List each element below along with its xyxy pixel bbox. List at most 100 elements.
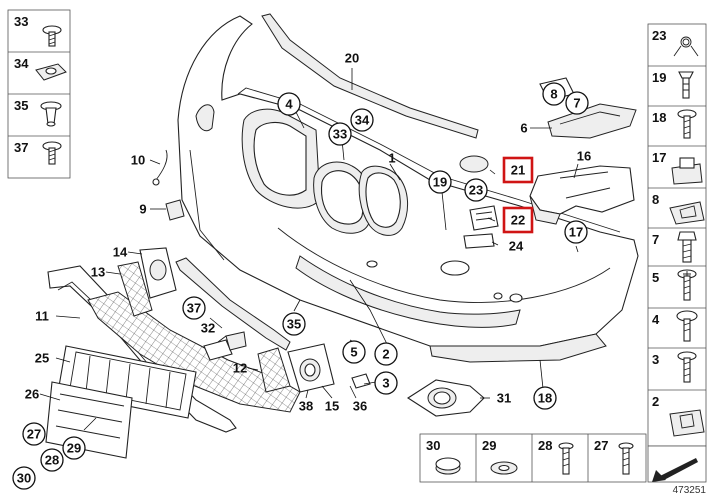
bottom-parts-panel: 30 29 28 27 <box>419 433 647 483</box>
callout-circle <box>22 422 46 446</box>
screw-4-icon <box>676 310 698 342</box>
callout-label: 17 <box>569 225 583 240</box>
callout-16: 16 <box>577 149 591 164</box>
screw-5-icon <box>677 269 697 301</box>
callout-circle <box>564 220 588 244</box>
screw-27-icon <box>618 442 634 475</box>
callout-9: 9 <box>139 202 146 217</box>
callout-circle <box>374 342 398 366</box>
callout-label: 21 <box>511 163 525 178</box>
screw-18-icon <box>677 109 697 139</box>
navigation-arrow-icon <box>647 445 707 483</box>
mesh-insert-13 <box>117 261 153 317</box>
callout-label: 18 <box>538 391 552 406</box>
right-panel-label-7: 7 <box>652 232 659 247</box>
callout-label: 19 <box>433 175 447 190</box>
callout-6: 6 <box>520 121 527 136</box>
callout-33: 33 <box>328 122 352 146</box>
air-duct-16 <box>529 165 635 225</box>
callout-3: 3 <box>374 371 398 395</box>
callout-12: 12 <box>233 361 247 376</box>
callout-label: 30 <box>17 471 31 486</box>
callout-label: 38 <box>299 399 313 414</box>
callout-35: 35 <box>282 312 306 336</box>
bottom-panel-label-28: 28 <box>538 438 552 453</box>
right-panel-label-3: 3 <box>652 352 659 367</box>
center-mesh-grille <box>87 291 301 413</box>
bolt-7-icon <box>677 231 697 263</box>
callout-label: 35 <box>287 317 301 332</box>
washer-29-icon <box>490 461 518 475</box>
callout-label: 10 <box>131 153 145 168</box>
callout-10: 10 <box>131 153 145 168</box>
bumper-trim-strip-20 <box>261 13 479 139</box>
callout-label: 32 <box>201 321 215 336</box>
bracket-14 <box>139 247 177 299</box>
callout-23: 23 <box>464 178 488 202</box>
left-panel-label-33: 33 <box>14 14 28 29</box>
callout-label: 5 <box>350 345 357 360</box>
callout-layer: 1234567891011121314151617181920212223242… <box>12 51 591 490</box>
callout-32: 32 <box>201 321 215 336</box>
right-panel-label-17: 17 <box>652 150 666 165</box>
callout-13: 13 <box>91 265 105 280</box>
screw-33-icon <box>42 25 62 47</box>
left-panel-label-37: 37 <box>14 140 28 155</box>
callout-label: 27 <box>27 427 41 442</box>
callout-26: 26 <box>25 387 39 402</box>
callout-38: 38 <box>299 399 313 414</box>
catalog-number: 473251 <box>673 485 707 496</box>
right-panel-label-2: 2 <box>652 394 659 409</box>
callout-circle <box>342 340 366 364</box>
callout-circle <box>328 122 352 146</box>
spring-clip-23-icon <box>673 36 699 57</box>
callout-18: 18 <box>533 386 557 410</box>
callout-circle <box>542 82 566 106</box>
clip-8-icon <box>669 201 705 225</box>
callout-circle <box>182 296 206 320</box>
clip-3 <box>351 373 371 389</box>
callout-29: 29 <box>62 436 86 460</box>
callout-22: 22 <box>502 206 534 234</box>
callout-19: 19 <box>428 170 452 194</box>
callout-circle <box>350 108 374 132</box>
callout-circle <box>428 170 452 194</box>
callout-label: 9 <box>139 202 146 217</box>
callout-label: 34 <box>355 113 370 128</box>
left-parts-panel: 33 34 35 37 <box>7 9 71 179</box>
callout-label: 14 <box>113 245 128 260</box>
cable-10 <box>152 149 168 186</box>
callout-label: 7 <box>573 96 580 111</box>
left-panel-label-35: 35 <box>14 98 28 113</box>
callout-21: 21 <box>502 156 534 184</box>
bumper-body-1 <box>177 15 639 363</box>
callout-label: 6 <box>520 121 527 136</box>
callout-label: 2 <box>382 347 389 362</box>
callout-label: 11 <box>35 309 49 324</box>
license-plate-frame-25 <box>57 345 197 419</box>
callout-2: 2 <box>374 342 398 366</box>
trim-strip-37 <box>175 257 291 351</box>
callout-highlight-box <box>502 156 534 184</box>
pin-19-icon <box>678 71 694 99</box>
callout-label: 16 <box>577 149 591 164</box>
callout-label: 3 <box>382 376 389 391</box>
bracket-24 <box>463 233 495 249</box>
right-parts-panel: 23 19 18 17 8 7 5 4 3 2 <box>647 23 707 447</box>
rivet-35-icon <box>40 101 62 127</box>
callout-30: 30 <box>12 466 36 490</box>
callout-7: 7 <box>565 91 589 115</box>
callout-24: 24 <box>509 239 524 254</box>
callout-label: 20 <box>345 51 359 66</box>
right-panel-label-8: 8 <box>652 192 659 207</box>
right-panel-label-4: 4 <box>652 312 660 327</box>
callout-label: 25 <box>35 351 49 366</box>
right-panel-label-19: 19 <box>652 70 666 85</box>
clip-nut-17-icon <box>671 157 703 185</box>
callout-15: 15 <box>325 399 339 414</box>
fog-light-frame-15 <box>287 343 335 393</box>
callout-circle <box>12 466 36 490</box>
callout-label: 8 <box>550 87 557 102</box>
callout-25: 25 <box>35 351 49 366</box>
